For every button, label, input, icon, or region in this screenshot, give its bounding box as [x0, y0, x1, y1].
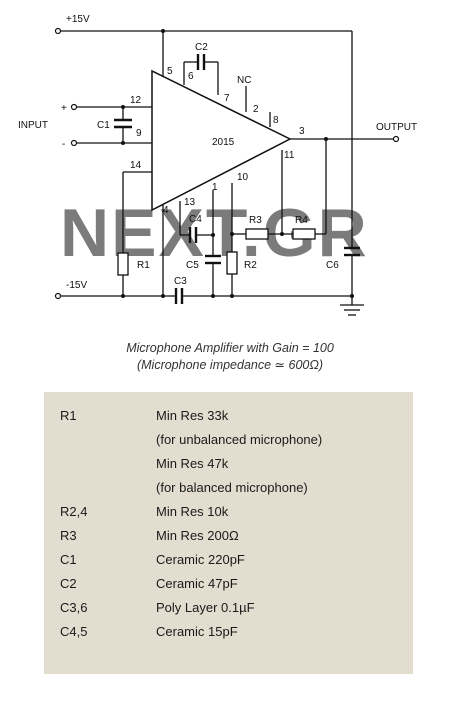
pin-1: 1	[212, 182, 218, 193]
resistor-r2	[226, 251, 238, 275]
positive-rail-label: +15V	[66, 14, 90, 25]
part-ref: R3	[60, 528, 77, 543]
pin-4: 4	[163, 205, 169, 216]
label-r4: R4	[295, 215, 308, 226]
label-c5: C5	[186, 260, 199, 271]
ground-symbol	[340, 304, 364, 316]
part-ref: C4,5	[60, 624, 88, 639]
part-value: Ceramic 15pF	[156, 624, 238, 639]
input-label: INPUT	[18, 120, 48, 131]
pin-9: 9	[136, 128, 142, 139]
pin-2: 2	[253, 104, 259, 115]
part-ref: C3,6	[60, 600, 88, 615]
part-value: (for unbalanced microphone)	[156, 432, 323, 447]
ic-label: 2015	[212, 137, 235, 148]
caption-title: Microphone Amplifier with Gain = 100	[126, 341, 334, 355]
pin-14: 14	[130, 160, 142, 171]
input-minus-label: -	[62, 139, 65, 150]
part-value: Min Res 33k	[156, 408, 229, 423]
label-r2: R2	[244, 260, 257, 271]
schematic-diagram: NEXT.GR 2015 +15V C2 NC 5 6 7 2 8 3 11 1…	[18, 14, 417, 316]
pin-10: 10	[237, 172, 249, 183]
pin-6: 6	[188, 71, 194, 82]
part-ref: C2	[60, 576, 77, 591]
input-plus-label: +	[61, 103, 67, 114]
part-value: Min Res 10k	[156, 504, 229, 519]
label-c4: C4	[189, 214, 202, 225]
resistor-r1	[117, 252, 129, 276]
label-r3: R3	[249, 215, 262, 226]
nc-label: NC	[237, 75, 251, 86]
resistor-r3	[245, 228, 269, 240]
pin-8: 8	[273, 115, 279, 126]
pin-3: 3	[299, 126, 305, 137]
part-value: Poly Layer 0.1µF	[156, 600, 255, 615]
label-c2: C2	[195, 42, 208, 53]
pin-13: 13	[184, 197, 196, 208]
ic-amplifier	[151, 69, 292, 212]
part-value: (for balanced microphone)	[156, 480, 308, 495]
label-c1: C1	[97, 120, 110, 131]
caption-subtitle: (Microphone impedance ≃ 600Ω)	[136, 358, 324, 372]
negative-rail-terminal	[54, 292, 62, 300]
label-c3: C3	[174, 276, 187, 287]
part-value: Ceramic 47pF	[156, 576, 238, 591]
negative-rail-label: -15V	[66, 280, 87, 291]
part-value: Min Res 200Ω	[156, 528, 239, 543]
part-value: Min Res 47k	[156, 456, 229, 471]
pin-12: 12	[130, 95, 142, 106]
part-value: Ceramic 220pF	[156, 552, 245, 567]
part-ref: R1	[60, 408, 77, 423]
parts-list: R1 Min Res 33k (for unbalanced microphon…	[44, 392, 413, 674]
label-c6: C6	[326, 260, 339, 271]
pin-5: 5	[167, 66, 173, 77]
label-r1: R1	[137, 260, 150, 271]
pin-7: 7	[224, 93, 230, 104]
part-ref: R2,4	[60, 504, 88, 519]
input-plus-terminal	[70, 103, 78, 111]
output-terminal	[392, 135, 400, 143]
positive-rail-terminal	[54, 27, 62, 35]
pin-11: 11	[284, 150, 295, 161]
part-ref: C1	[60, 552, 77, 567]
watermark: NEXT.GR	[60, 195, 369, 271]
resistor-r4	[292, 228, 316, 240]
input-minus-terminal	[70, 139, 78, 147]
output-label: OUTPUT	[376, 122, 417, 133]
